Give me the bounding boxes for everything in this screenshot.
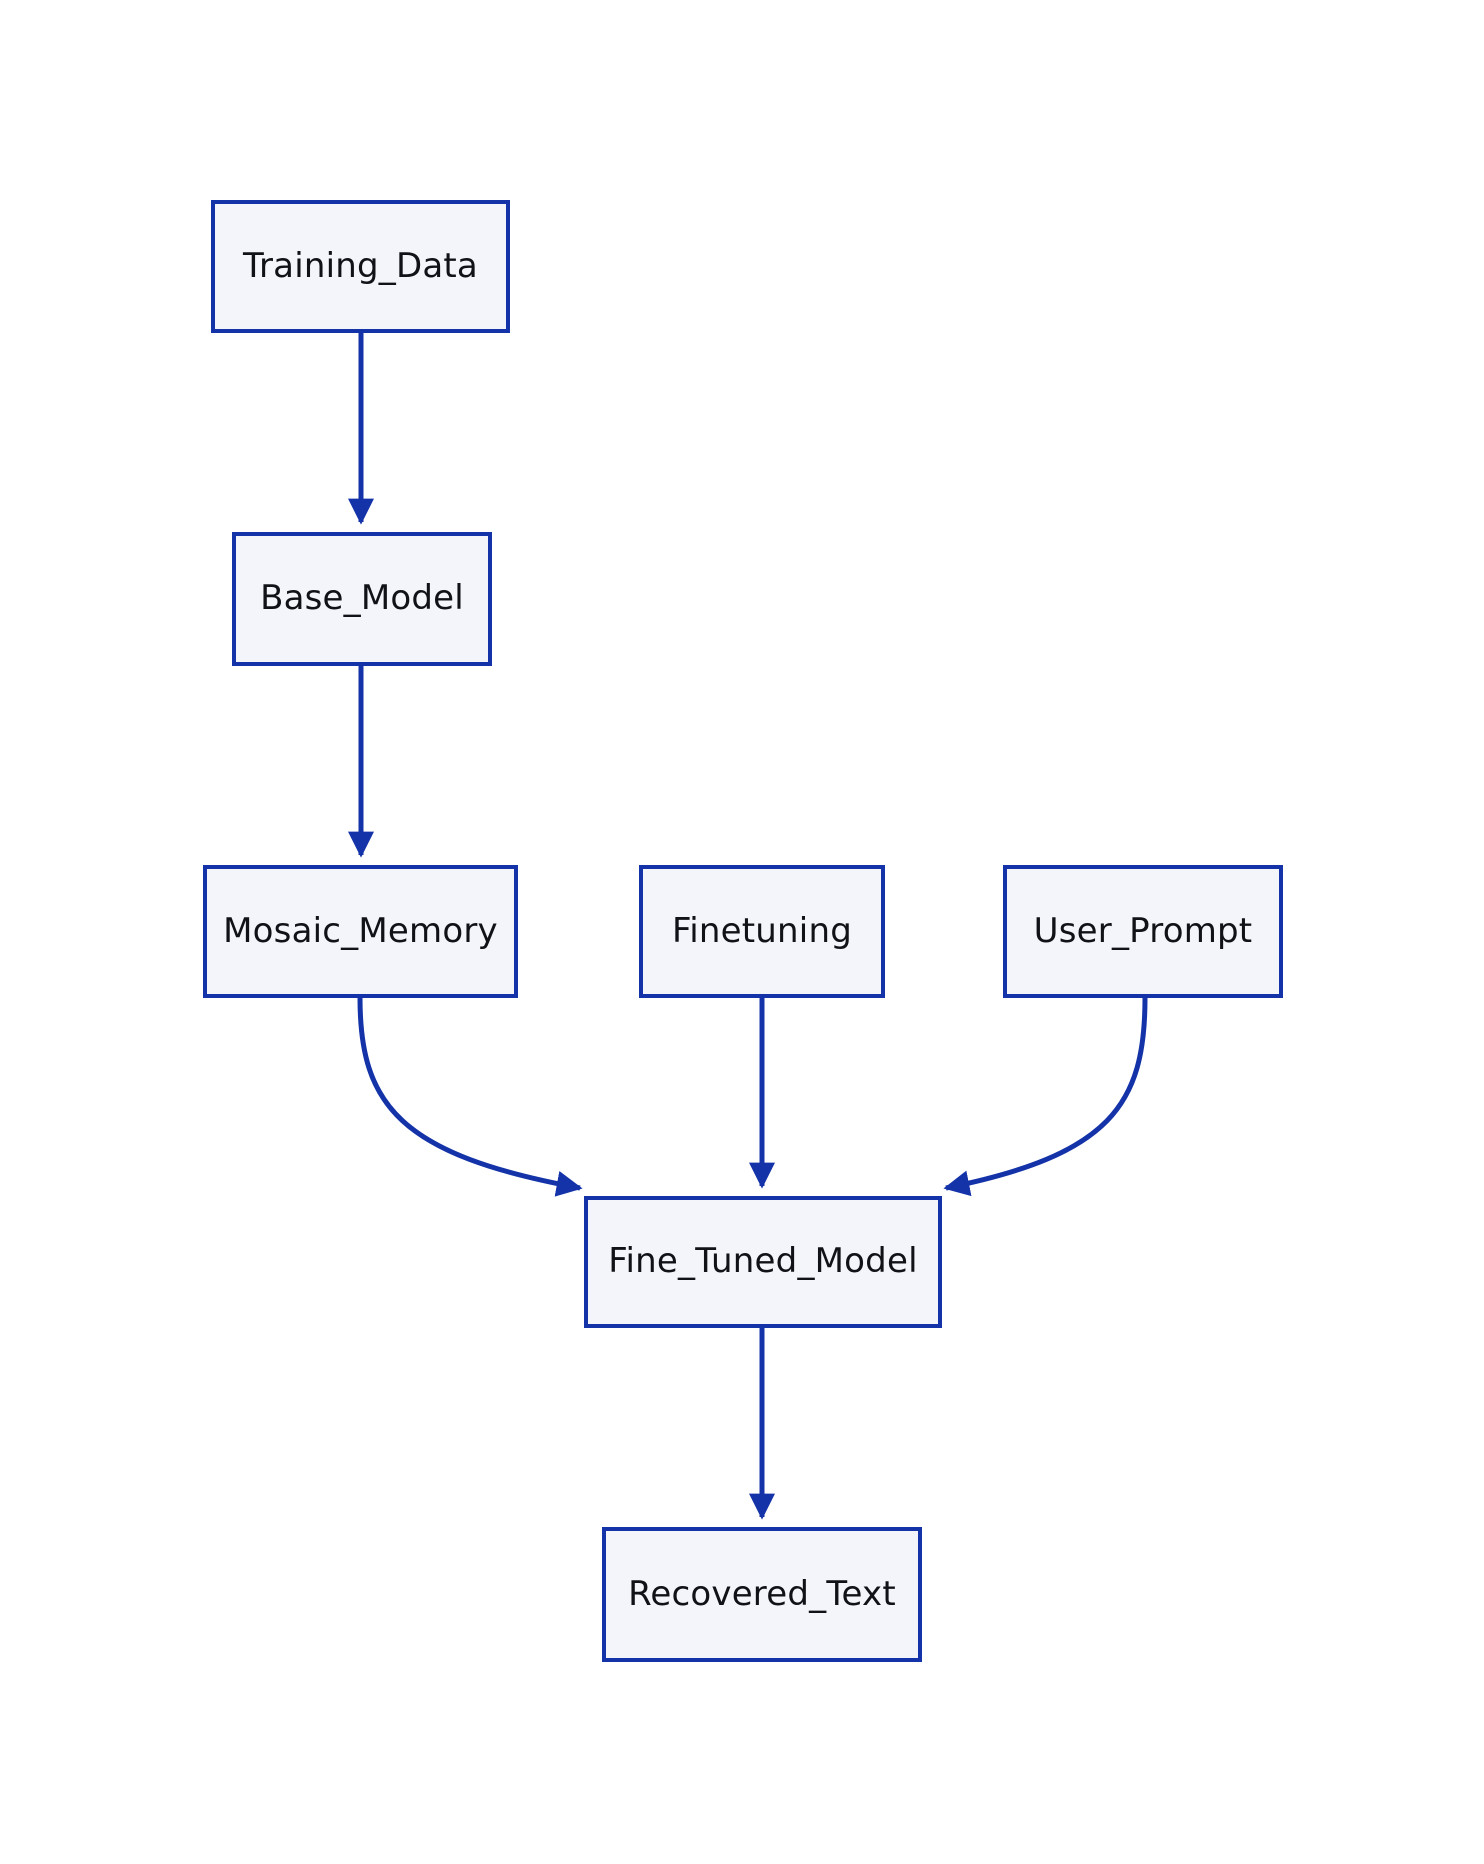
node-label-training-data: Training_Data xyxy=(243,245,478,286)
node-training-data[interactable]: Training_Data xyxy=(211,200,510,333)
edge-mosaic-memory-to-fine-tuned-model xyxy=(357,997,583,1197)
edge-user-prompt-to-fine-tuned-model xyxy=(943,997,1148,1197)
node-label-finetuning: Finetuning xyxy=(671,910,852,951)
node-label-recovered-text: Recovered_Text xyxy=(628,1573,896,1614)
node-recovered-text[interactable]: Recovered_Text xyxy=(602,1527,922,1662)
node-label-user-prompt: User_Prompt xyxy=(1033,910,1253,951)
node-base-model[interactable]: Base_Model xyxy=(232,532,492,666)
node-label-base-model: Base_Model xyxy=(260,578,464,619)
node-label-mosaic-memory: Mosaic_Memory xyxy=(223,910,498,951)
node-fine-tuned-model[interactable]: Fine_Tuned_Model xyxy=(584,1196,942,1328)
node-mosaic-memory[interactable]: Mosaic_Memory xyxy=(203,865,518,998)
node-user-prompt[interactable]: User_Prompt xyxy=(1003,865,1283,998)
node-finetuning[interactable]: Finetuning xyxy=(639,865,885,998)
node-label-fine-tuned-model: Fine_Tuned_Model xyxy=(608,1241,918,1282)
